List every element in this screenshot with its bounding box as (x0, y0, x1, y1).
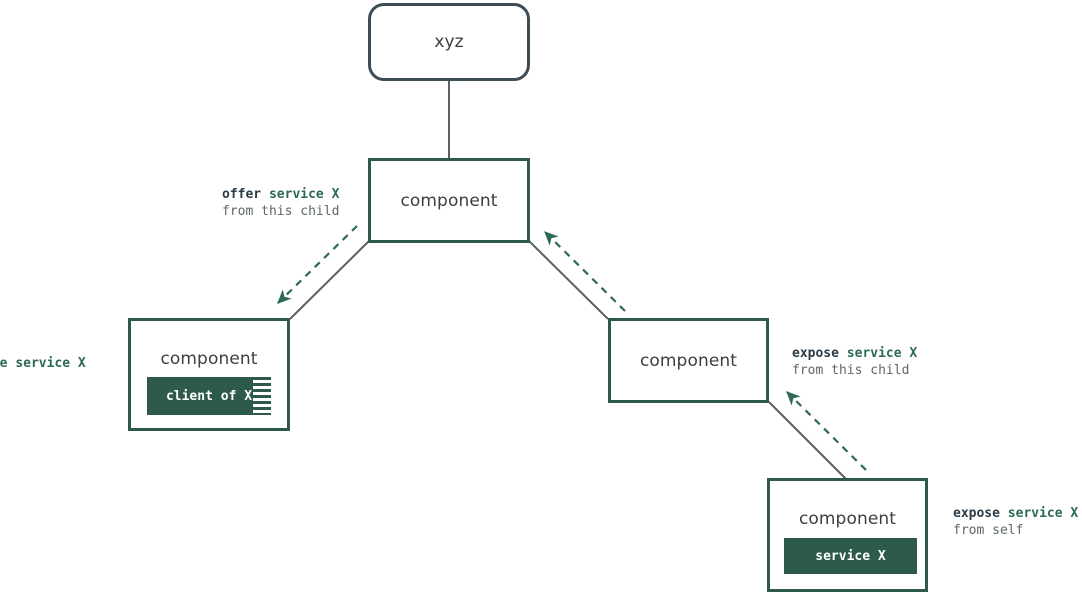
node-component-left[interactable]: component client of X (128, 318, 290, 431)
route-arrow-expose-child (544, 231, 626, 312)
annotation-expose-self-line1: expose service X (953, 505, 1078, 522)
annotation-offer: offer service X from this child (222, 186, 339, 220)
annotation-use: use service X (0, 355, 86, 372)
tree-edge-right-bottomright (768, 401, 847, 480)
annotation-expose-self-service: service X (1007, 506, 1079, 521)
annotation-offer-keyword: offer (222, 187, 262, 202)
annotation-expose-self: expose service X from self (953, 505, 1078, 539)
capability-port-stripes-icon (253, 377, 271, 415)
annotation-expose-child: expose service X from this child (792, 345, 917, 379)
node-component-mid[interactable]: component (368, 158, 530, 243)
annotation-use-line1: use service X (0, 355, 86, 372)
node-component-mid-label: component (400, 190, 498, 211)
annotation-expose-child-service: service X (846, 346, 918, 361)
annotation-expose-child-keyword: expose (792, 346, 839, 361)
route-arrow-offer (277, 225, 358, 304)
annotation-use-service: service X (15, 356, 86, 371)
route-arrow-expose-self (786, 391, 867, 471)
tree-edge-mid-left (289, 240, 370, 320)
capability-service-x[interactable]: service X (784, 538, 917, 574)
annotation-expose-self-keyword: expose (953, 506, 1000, 521)
capability-client-of-x[interactable]: client of X (147, 377, 271, 415)
annotation-offer-line1: offer service X (222, 186, 339, 203)
node-xyz-label: xyz (434, 32, 464, 52)
node-component-right-label: component (639, 350, 738, 371)
node-component-bottomright[interactable]: component service X (767, 478, 928, 592)
annotation-expose-child-subtitle: from this child (792, 363, 910, 378)
node-component-left-label: component (160, 349, 258, 369)
node-component-right[interactable]: component (608, 318, 769, 403)
annotation-expose-child-line1: expose service X (792, 345, 917, 362)
annotation-offer-subtitle: from this child (222, 204, 340, 219)
capability-client-of-x-label: client of X (165, 388, 253, 404)
capability-service-x-label: service X (815, 548, 886, 564)
annotation-use-keyword: use (0, 356, 8, 371)
annotation-offer-service: service X (268, 187, 340, 202)
node-component-bottomright-label: component (798, 509, 897, 529)
node-xyz[interactable]: xyz (368, 3, 530, 81)
annotation-expose-self-subtitle: from self (953, 523, 1024, 538)
tree-edge-mid-right (528, 240, 609, 320)
